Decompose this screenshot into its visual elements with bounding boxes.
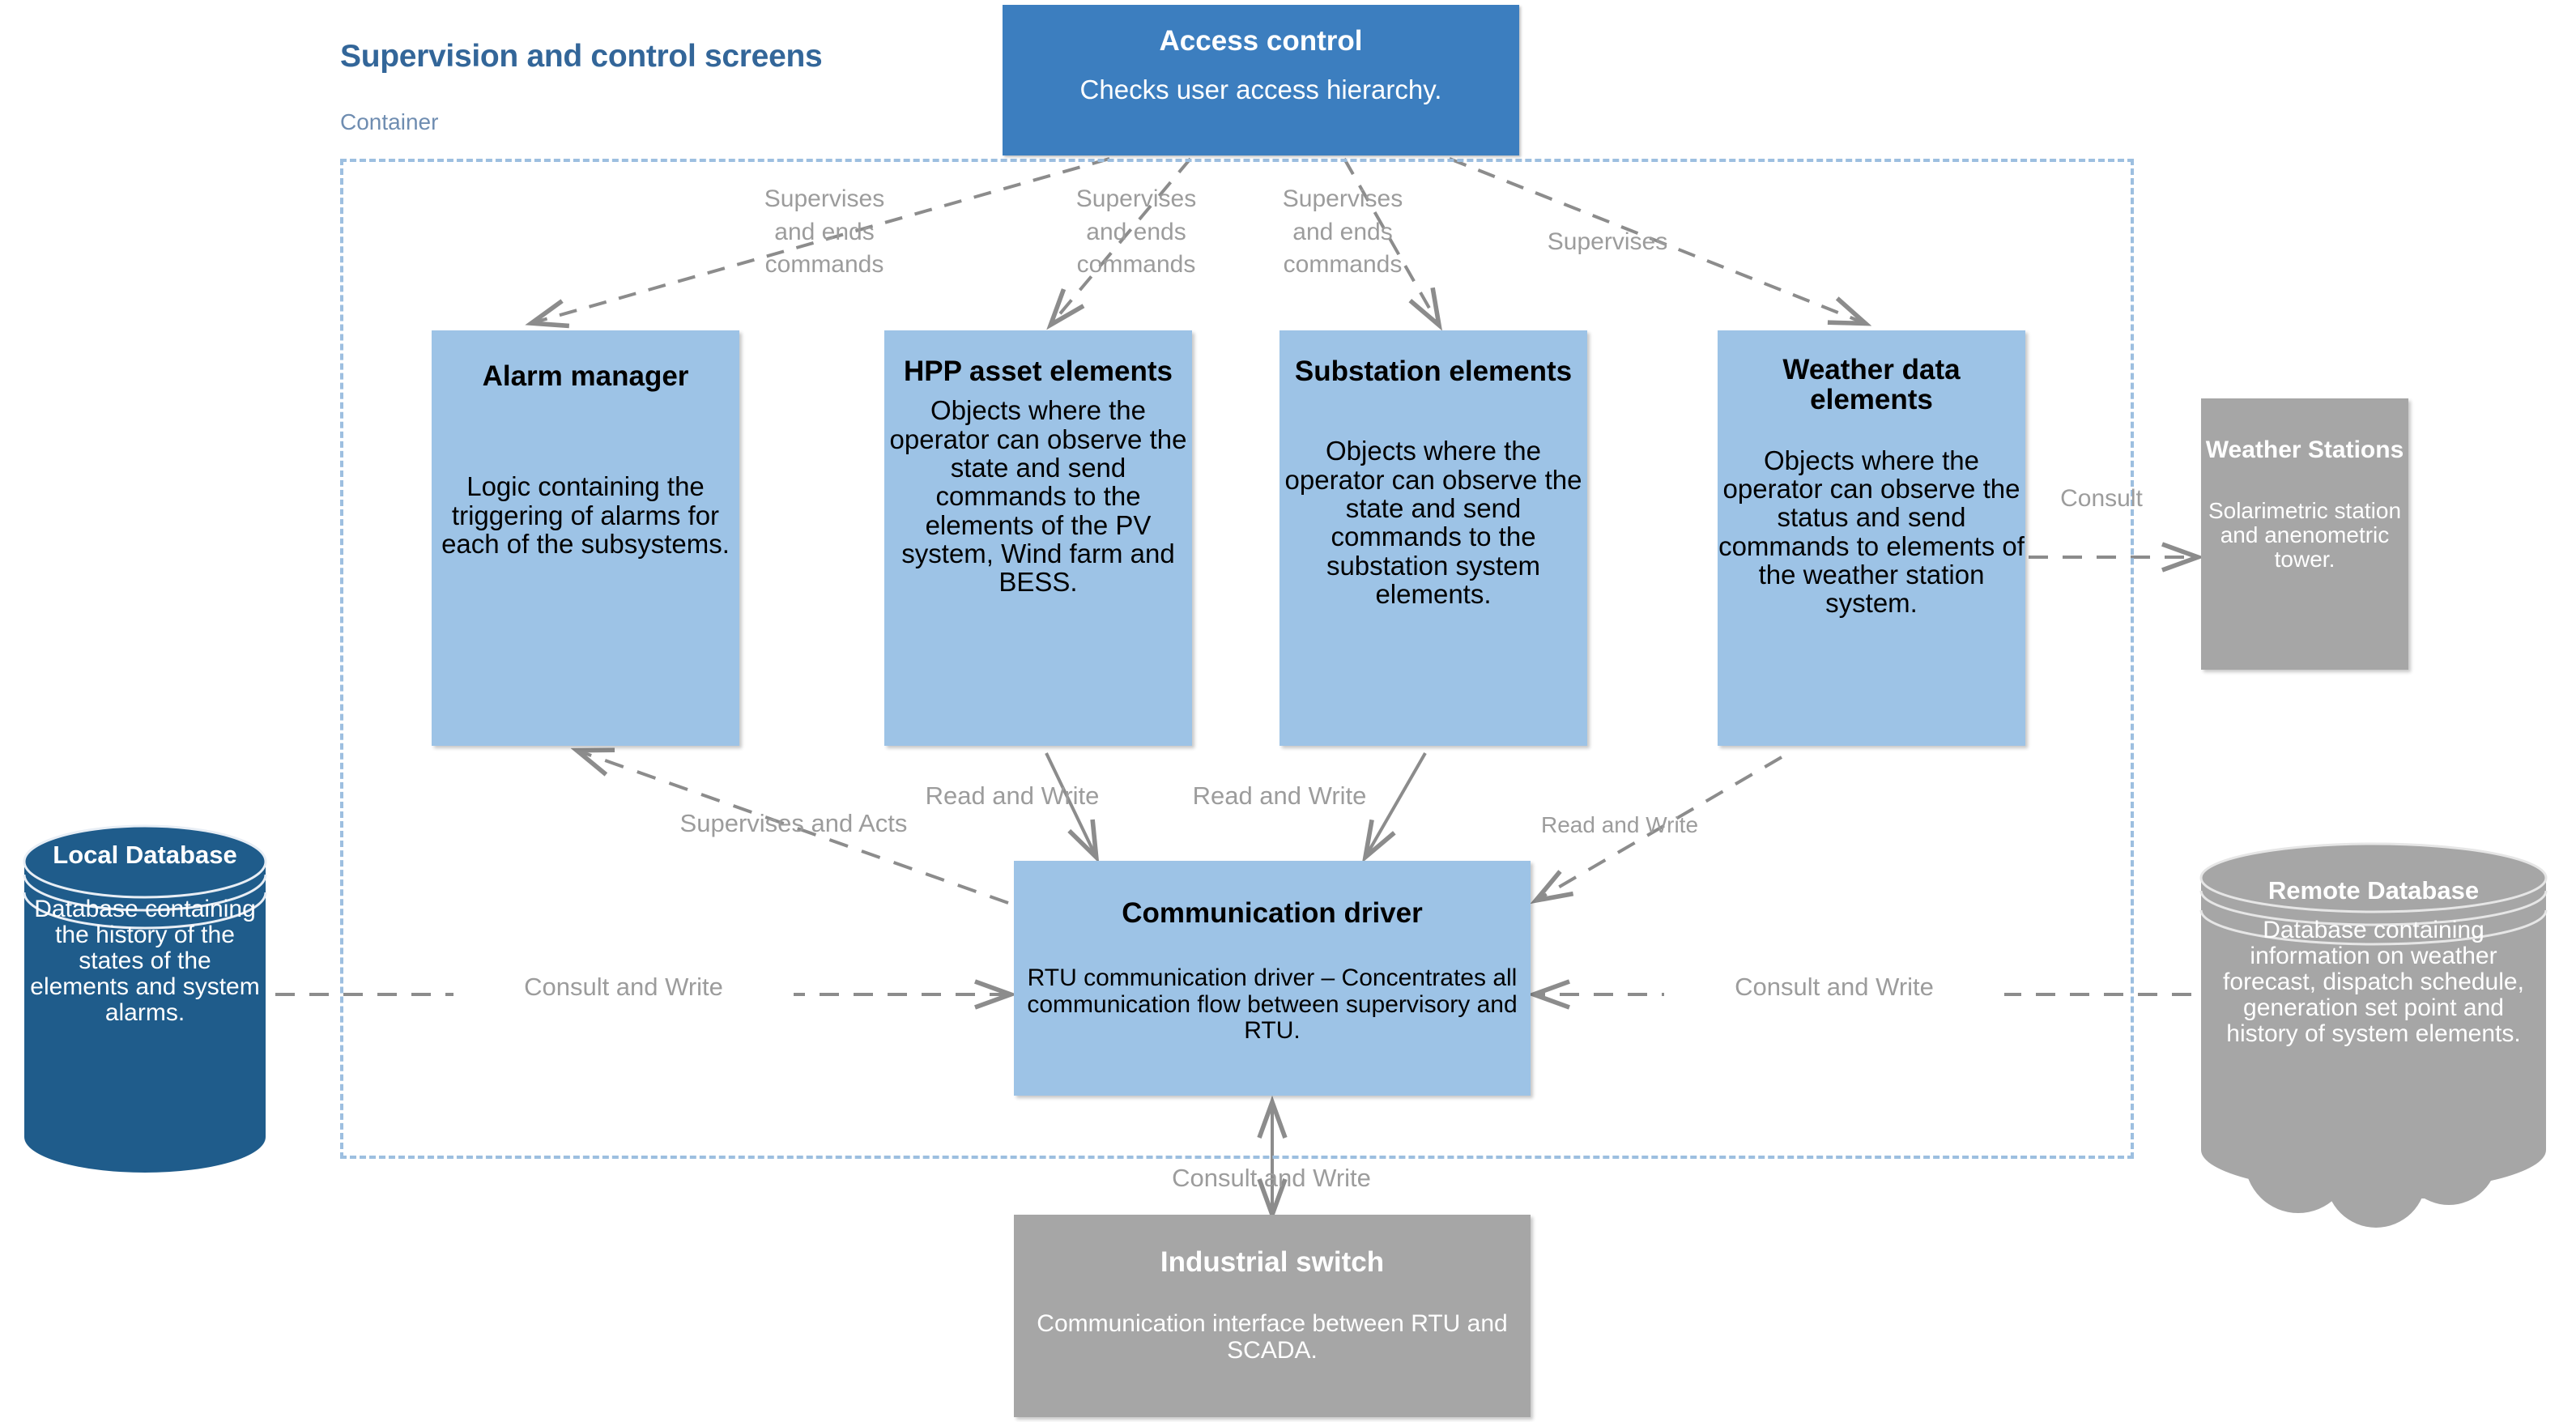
- node-remote-database[interactable]: Remote Database Database containing info…: [2196, 842, 2551, 1231]
- cloud-database-icon: [2199, 842, 2548, 1228]
- node-description: Logic containing the triggering of alarm…: [441, 471, 730, 560]
- node-title: Substation elements: [1294, 356, 1573, 387]
- node-description: Database containing information on weath…: [2223, 916, 2524, 1047]
- container-boundary: [340, 159, 2134, 1159]
- node-industrial-switch[interactable]: Industrial switch Communication interfac…: [1014, 1215, 1531, 1417]
- node-description: Objects where the operator can observe t…: [1284, 436, 1582, 609]
- node-description: RTU communication driver – Concentrates …: [1027, 964, 1518, 1044]
- node-communication-driver[interactable]: Communication driver RTU communication d…: [1014, 861, 1531, 1096]
- group-subtitle: Container: [340, 109, 439, 134]
- node-alarm-manager[interactable]: Alarm manager Logic containing the trigg…: [432, 330, 739, 746]
- node-title: HPP asset elements: [903, 356, 1173, 387]
- node-hpp-asset-elements[interactable]: HPP asset elements Objects where the ope…: [884, 330, 1192, 746]
- node-description: Objects where the operator can observe t…: [1718, 445, 2025, 619]
- edge-label-consult-and-write-switch: Consult and Write: [1172, 1164, 1371, 1192]
- node-title: Local Database: [53, 841, 237, 869]
- node-weather-stations[interactable]: Weather Stations Solarimetric station an…: [2201, 398, 2408, 670]
- node-title: Weather data elements: [1782, 354, 1961, 416]
- node-access-control[interactable]: Access control Checks user access hierar…: [1003, 5, 1519, 155]
- node-description: Objects where the operator can observe t…: [889, 395, 1187, 598]
- node-local-database[interactable]: Local Database Database containing the h…: [23, 824, 267, 1174]
- node-description: Checks user access hierarchy.: [1079, 75, 1442, 105]
- node-description: Database containing the history of the s…: [30, 895, 260, 1026]
- node-title: Remote Database: [2267, 876, 2480, 905]
- node-description: Solarimetric station and anenometric tow…: [2208, 498, 2402, 572]
- node-substation-elements[interactable]: Substation elements Objects where the op…: [1279, 330, 1587, 746]
- node-title: Weather Stations: [2205, 436, 2404, 463]
- node-title: Alarm manager: [482, 360, 689, 392]
- node-title: Communication driver: [1122, 897, 1423, 929]
- node-title: Access control: [1159, 25, 1363, 57]
- group-title: Supervision and control screens: [340, 39, 823, 74]
- database-cylinder-icon: [23, 824, 267, 1173]
- node-description: Communication interface between RTU and …: [1037, 1310, 1508, 1364]
- node-title: Industrial switch: [1160, 1246, 1385, 1278]
- node-weather-data-elements[interactable]: Weather data elements Objects where the …: [1718, 330, 2025, 746]
